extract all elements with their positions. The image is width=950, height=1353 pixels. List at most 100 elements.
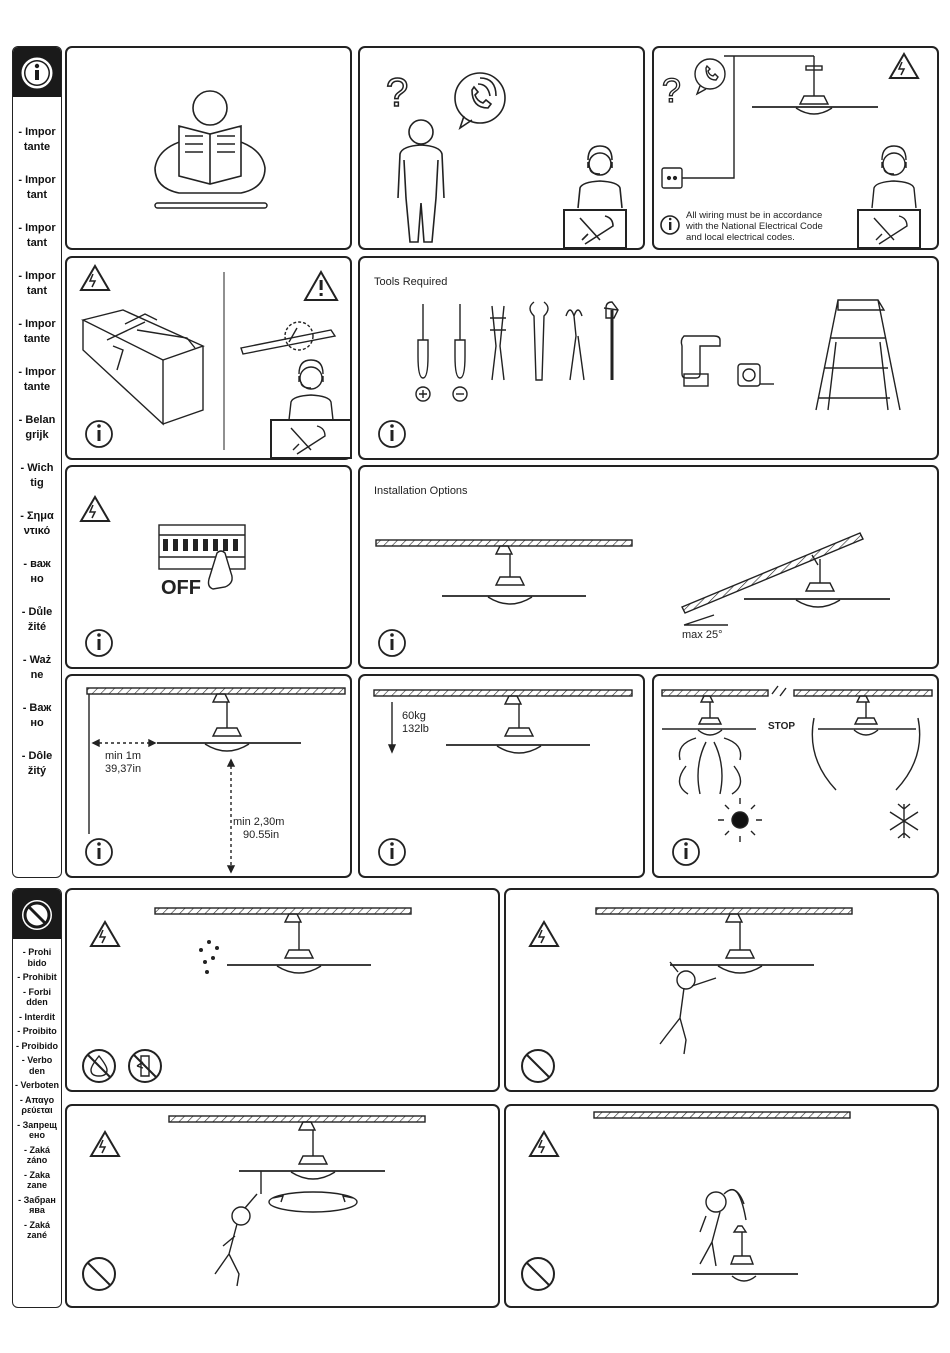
sidebar-label-line: - Impor — [18, 318, 56, 330]
installation-title: Installation Options — [374, 485, 468, 497]
sidebar-label-line: ντικό — [23, 525, 51, 537]
sidebar-label-line: zané — [26, 1230, 47, 1240]
panel-no-swinging — [504, 1104, 939, 1308]
weight-illustration — [373, 689, 633, 866]
sidebar-label-line: - Forbi — [23, 986, 51, 997]
wiring-note-line-1: All wiring must be in accordance — [686, 210, 823, 221]
sidebar-label-line: tant — [26, 237, 48, 249]
panel-handling — [65, 256, 352, 460]
sidebar-label-line: - Důle — [21, 606, 53, 618]
sidebar-label-line: - Verboten — [14, 1080, 59, 1090]
handling-illustration — [79, 264, 352, 459]
off-label: OFF — [161, 577, 201, 599]
support-illustration: ? — [385, 70, 627, 249]
sidebar-label-item: - Waż ne — [13, 653, 61, 683]
sidebar-label-line: tante — [23, 333, 51, 345]
wiring-note-line-2: with the National Electrical Code — [686, 221, 823, 232]
panel-installation-options: Installation Options max 25° — [358, 465, 939, 669]
sidebar-label-line: zane — [26, 1180, 47, 1190]
panel-direction: STOP — [652, 674, 939, 878]
important-label-list: - Impor tante - Impor tant - Impor tant - Impo… — [13, 125, 61, 797]
panel-wiring: ? All wiring must be in accor — [652, 46, 939, 250]
panel-no-pulling — [65, 1104, 500, 1308]
sidebar-label-line: dden — [26, 997, 48, 1007]
installation-illustration — [375, 532, 890, 657]
wiring-note-line-3: and local electrical codes. — [686, 232, 795, 243]
sidebar-label-line: но — [30, 573, 44, 585]
sidebar-label-line: но — [30, 717, 44, 729]
min-height-in: 90.55in — [243, 829, 280, 841]
sidebar-label-line: ява — [29, 1205, 45, 1215]
sidebar-label-line: záno — [26, 1155, 48, 1165]
max-angle-label: max 25° — [682, 629, 723, 641]
sidebar-label-item: - Proibido — [13, 1041, 61, 1052]
sidebar-label-line: - Забран — [18, 1194, 56, 1205]
sidebar-label-line: - Важ — [22, 702, 52, 714]
no-hanging-illustration — [521, 907, 853, 1083]
wiring-illustration: ? — [660, 52, 921, 249]
sidebar-label-line: - Wich — [20, 462, 54, 474]
sidebar-label-line: - Запрещ — [17, 1119, 57, 1130]
sidebar-label-line: - Impor — [18, 222, 56, 234]
sidebar-label-item: - Impor tant — [13, 269, 61, 299]
panel-no-water — [65, 888, 500, 1092]
panel-clearances: min 1m 39,37in min 2,30m 90.55in — [65, 674, 352, 878]
sidebar-label-line: tig — [30, 477, 44, 489]
panel-no-hanging — [504, 888, 939, 1092]
panel-tools: Tools Required — [358, 256, 939, 460]
sidebar-label-item: - Proibito — [13, 1026, 61, 1037]
sidebar-label-line: tant — [26, 285, 48, 297]
reader-illustration — [154, 90, 268, 209]
panel-read-manual — [65, 46, 352, 250]
sidebar-label-line: ne — [30, 669, 44, 681]
sidebar-label-line: ρεύεται — [21, 1105, 53, 1115]
no-water-illustration — [82, 907, 412, 1083]
sidebar-label-line: den — [28, 1065, 45, 1076]
sidebar-label-item: - Verboten — [13, 1080, 61, 1091]
sidebar-label-line: - Interdit — [19, 1011, 55, 1022]
sidebar-label-line: - Proibito — [17, 1026, 57, 1036]
sidebar-label-line: - Zaká — [23, 1219, 50, 1230]
sidebar-label-line: - Impor — [18, 270, 56, 282]
clearance-illustration — [85, 687, 346, 874]
prohibited-header — [13, 889, 61, 939]
sidebar-label-line: - Waż — [22, 654, 52, 666]
no-pulling-illustration — [82, 1115, 426, 1291]
sidebar-label-item: - Prohibit — [13, 972, 61, 983]
prohibited-icon — [22, 900, 52, 930]
sidebar-label-item: - Důle žité — [13, 605, 61, 635]
sidebar-label-line: žitý — [27, 765, 47, 777]
sidebar-label-item: - Σημα ντικό — [13, 509, 61, 539]
sidebar-label-line: žité — [27, 621, 47, 633]
sidebar-label-line: - Proibido — [16, 1040, 58, 1051]
sidebar-label-line: tant — [26, 189, 48, 201]
sidebar-label-line: - Zaka — [23, 1169, 50, 1180]
panel-power-off: OFF — [65, 465, 352, 669]
info-icon — [21, 57, 53, 89]
no-swinging-illustration — [521, 1111, 851, 1291]
sidebar-label-item: - Impor tant — [13, 221, 61, 251]
tools-illustration — [378, 299, 901, 448]
weight-kg: 60kg — [402, 710, 426, 722]
sidebar-label-item: - Impor tante — [13, 317, 61, 347]
svg-text:?: ? — [386, 71, 408, 115]
sidebar-label-item: - Interdit — [13, 1012, 61, 1023]
sidebar-label-line: - Σημα — [20, 510, 54, 522]
sidebar-label-line: - Impor — [18, 366, 56, 378]
sidebar-label-line: - Απαγο — [19, 1094, 55, 1105]
